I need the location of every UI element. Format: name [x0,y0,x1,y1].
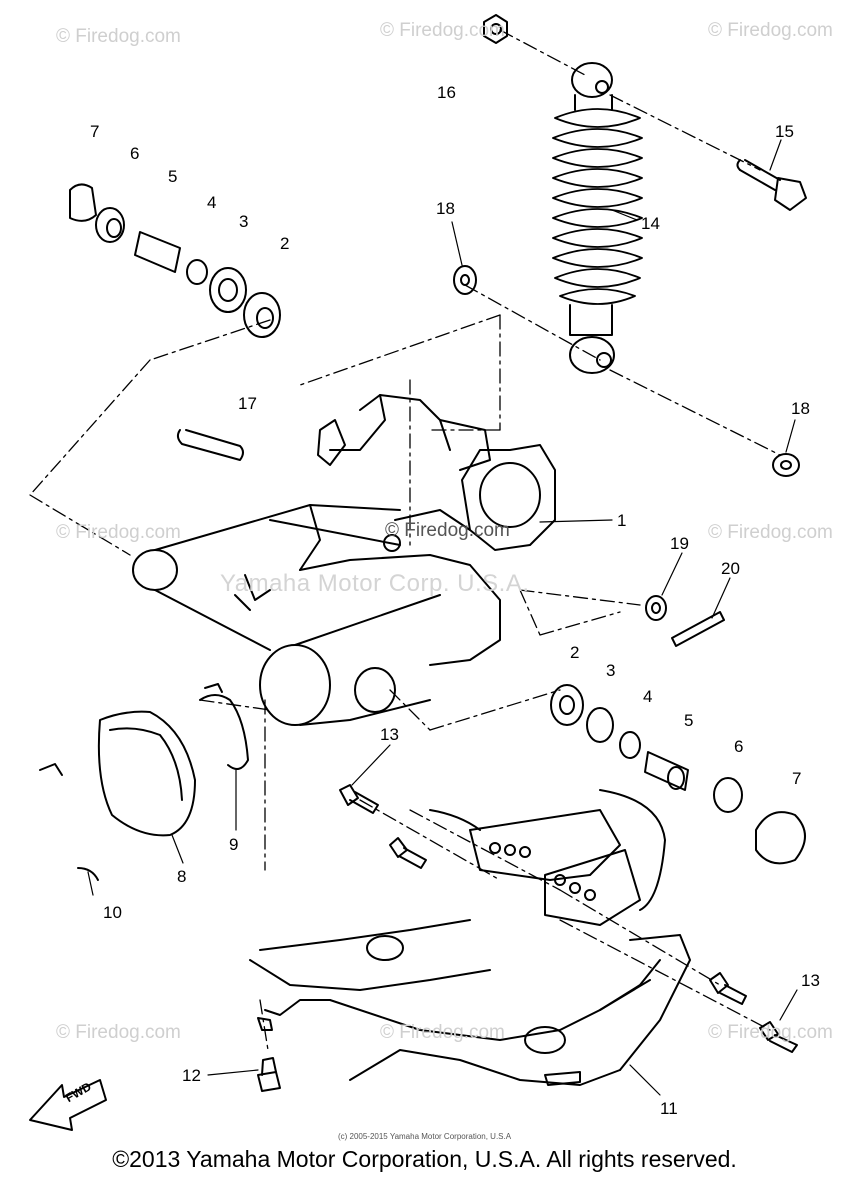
fine-print: (c) 2005-2015 Yamaha Motor Corporation, … [337,1132,512,1141]
callout-7: 7 [90,122,100,141]
callout-5: 5 [684,711,694,730]
bolt-12 [257,1057,281,1092]
pivot-bolt-17 [176,429,244,461]
watermark: © Firedog.com [708,1022,833,1043]
callout-6: 6 [734,737,744,756]
rear-swingarm-housing [132,394,556,726]
callout-pointers [87,139,798,1096]
callout-3: 3 [239,212,249,231]
cotter-pin-20 [671,611,725,647]
callout-18-upper: 18 [436,199,455,218]
pivot-parts-right [550,684,806,865]
watermark: © Firedog.com [56,522,181,543]
callout-16: 16 [437,83,456,102]
skid-plate-guard [249,789,691,1086]
collar-18-upper [453,265,477,295]
callout-15: 15 [775,122,794,141]
watermark: © Firedog.com [380,1022,505,1043]
clip-10 [39,763,99,881]
bolt-15 [736,159,807,211]
watermark: © Firedog.com [380,20,505,41]
callout-13-upper: 13 [380,725,399,744]
callout-18-lower: 18 [791,399,810,418]
callout-17: 17 [238,394,257,413]
washer-19 [645,595,667,621]
callout-10: 10 [103,903,122,922]
callout-19: 19 [670,534,689,553]
callout-2: 2 [280,234,290,253]
collar-18-lower [772,453,800,477]
gasket-9 [199,683,249,770]
callout-4: 4 [643,687,653,706]
callout-13-lower: 13 [801,971,820,990]
watermark: © Firedog.com [385,520,510,541]
callout-14: 14 [641,214,660,233]
shock-absorber [552,62,643,374]
fwd-arrow [29,1079,107,1131]
callout-1: 1 [617,511,627,530]
pivot-parts-left [69,183,281,338]
callout-6: 6 [130,144,140,163]
callout-9: 9 [229,835,239,854]
watermark: © Firedog.com [56,26,181,47]
watermark: © Firedog.com [708,20,833,41]
callout-5: 5 [168,167,178,186]
cover-8 [97,710,196,837]
bolt-13-lower [709,972,798,1053]
watermark: © Firedog.com [708,522,833,543]
watermark-center: Yamaha Motor Corp. U.S.A. [220,570,530,597]
copyright-notice: ©2013 Yamaha Motor Corporation, U.S.A. A… [112,1146,737,1172]
watermark: © Firedog.com [56,1022,181,1043]
bolt-13-upper [339,784,427,869]
callout-20: 20 [721,559,740,578]
callout-3: 3 [606,661,616,680]
callout-8: 8 [177,867,187,886]
nut-16 [483,14,508,44]
callout-11: 11 [660,1099,678,1118]
callout-4: 4 [207,193,217,212]
callout-2: 2 [570,643,580,662]
callout-12: 12 [182,1066,201,1085]
callout-7: 7 [792,769,802,788]
